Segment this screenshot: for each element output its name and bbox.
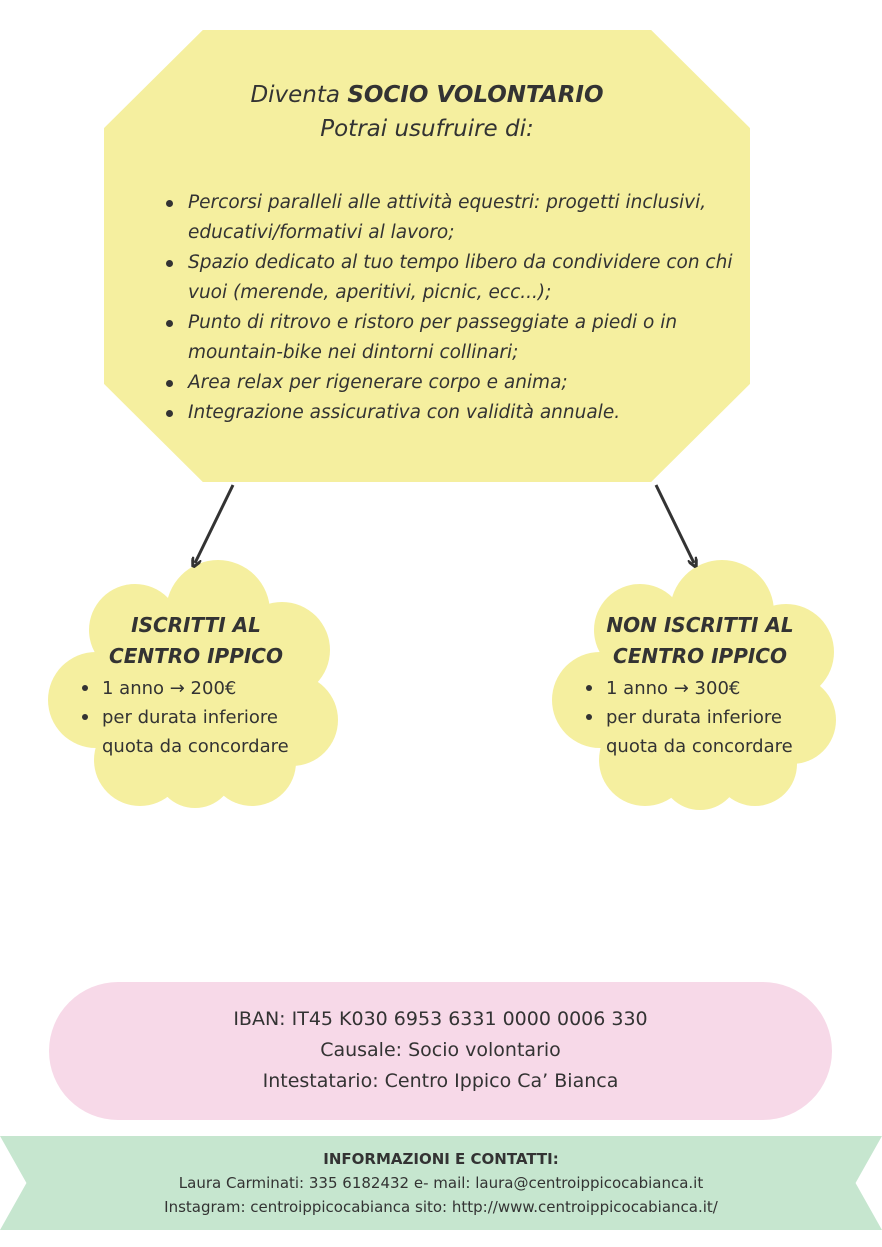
members-price-item: 1 anno → 200€ (76, 674, 316, 703)
benefit-item: Percorsi paralleli alle attività equestr… (160, 188, 750, 248)
contacts-line-1: Laura Carminati: 335 6182432 e- mail: la… (178, 1174, 704, 1192)
contacts-line-2: Instagram: centroippicocabianca sito: ht… (164, 1198, 718, 1216)
non-members-title-line2: CENTRO IPPICO (613, 644, 787, 668)
non-members-title: NON ISCRITTI AL CENTRO IPPICO (580, 610, 820, 672)
benefit-item: Integrazione assicurativa con validità a… (160, 398, 750, 428)
benefit-item: Area relax per rigenerare corpo e anima; (160, 368, 750, 398)
non-members-title-line1: NON ISCRITTI AL (606, 613, 794, 637)
hero-title: Diventa SOCIO VOLONTARIO Potrai usufruir… (104, 78, 750, 146)
members-price-list: 1 anno → 200€ per durata inferiore quota… (76, 674, 316, 761)
members-box: ISCRITTI AL CENTRO IPPICO 1 anno → 200€ … (76, 610, 316, 761)
contacts-info: INFORMAZIONI E CONTATTI: Laura Carminati… (0, 1147, 882, 1219)
members-price-item: per durata inferiore quota da concordare (76, 703, 316, 761)
payment-pill (49, 982, 832, 1120)
causale: Causale: Socio volontario (320, 1039, 561, 1061)
members-title-line2: CENTRO IPPICO (109, 644, 283, 668)
iban: IBAN: IT45 K030 6953 6331 0000 0006 330 (233, 1008, 648, 1030)
arrow-left (195, 484, 235, 563)
arrow-right (654, 484, 694, 563)
hero-subtitle: Potrai usufruire di: (320, 116, 534, 142)
hero-title-bold: SOCIO VOLONTARIO (347, 82, 604, 108)
payment-info: IBAN: IT45 K030 6953 6331 0000 0006 330 … (49, 1004, 832, 1097)
members-title: ISCRITTI AL CENTRO IPPICO (76, 610, 316, 672)
benefit-item: Spazio dedicato al tuo tempo libero da c… (160, 248, 750, 308)
non-members-price-item: 1 anno → 300€ (580, 674, 820, 703)
non-members-price-list: 1 anno → 300€ per durata inferiore quota… (580, 674, 820, 761)
hero-title-prefix: Diventa (250, 82, 340, 108)
contacts-ribbon (0, 1136, 882, 1230)
members-title-line1: ISCRITTI AL (131, 613, 261, 637)
intestatario: Intestatario: Centro Ippico Ca’ Bianca (262, 1070, 619, 1092)
benefits-list: Percorsi paralleli alle attività equestr… (160, 188, 750, 428)
non-members-price-item: per durata inferiore quota da concordare (580, 703, 820, 761)
contacts-heading: INFORMAZIONI E CONTATTI: (323, 1150, 559, 1168)
hero-octagon (104, 30, 750, 482)
benefit-item: Punto di ritrovo e ristoro per passeggia… (160, 308, 750, 368)
non-members-box: NON ISCRITTI AL CENTRO IPPICO 1 anno → 3… (580, 610, 820, 761)
